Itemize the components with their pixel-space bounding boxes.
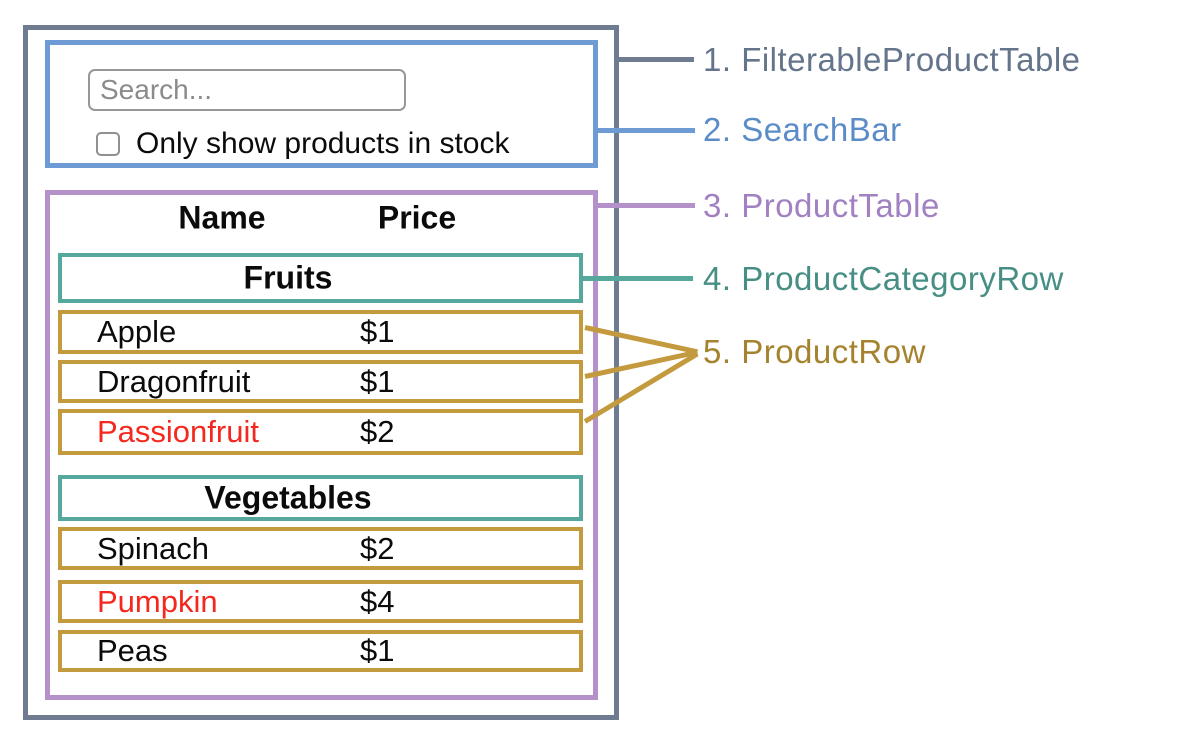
product-price: $2 [360,530,395,566]
product-price: $1 [360,314,395,349]
product-row-apple: Apple $1 [58,310,583,354]
legend-product-table: 3. ProductTable [703,187,940,224]
in-stock-checkbox-label: Only show products in stock [136,127,510,160]
product-row-passionfruit: Passionfruit $2 [58,409,583,455]
category-row-vegetables: Vegetables [58,475,583,521]
product-name: Apple [97,314,177,349]
product-name: Dragonfruit [97,363,251,399]
category-label: Fruits [243,259,333,296]
filterable-product-table-box [23,25,619,720]
product-name: Passionfruit [97,414,259,449]
product-row-pumpkin: Pumpkin $4 [58,580,583,623]
product-price: $4 [360,583,395,619]
product-price: $1 [360,633,395,668]
category-label: Vegetables [204,479,372,516]
column-header-name: Name [178,199,266,236]
legend-product-row: 5. ProductRow [703,333,926,370]
product-row-dragonfruit: Dragonfruit $1 [58,360,583,403]
product-name: Spinach [97,530,210,566]
search-input[interactable] [88,69,406,111]
legend-filterable-product-table: 1. FilterableProductTable [703,41,1081,78]
product-price: $2 [360,414,395,449]
product-price: $1 [360,363,395,399]
product-name: Pumpkin [97,583,218,619]
product-row-spinach: Spinach $2 [58,527,583,570]
column-header-price: Price [377,199,457,236]
product-row-peas: Peas $1 [58,630,583,672]
legend-product-category-row: 4. ProductCategoryRow [703,260,1064,297]
category-row-fruits: Fruits [58,253,583,303]
connector-line-product-category-row [581,276,693,281]
in-stock-checkbox[interactable] [96,132,120,156]
connector-line-filterable-product-table [614,57,694,62]
connector-line-search-bar [596,128,695,133]
legend-search-bar: 2. SearchBar [703,111,902,148]
product-name: Peas [97,633,168,668]
connector-line-product-table [596,203,695,208]
